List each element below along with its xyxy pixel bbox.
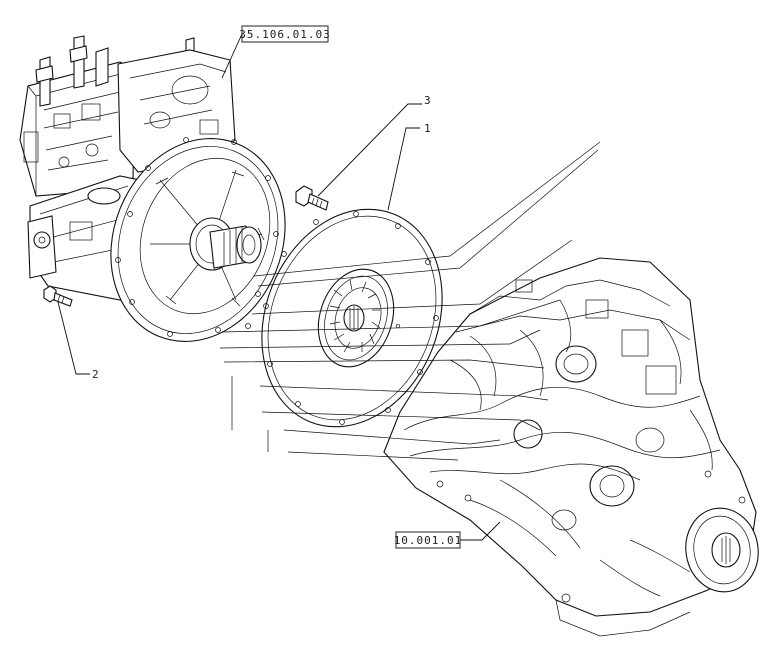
callout-pump-ref-text: 35.106.01.03 (239, 28, 330, 41)
callout-pump-ref: 35.106.01.03 (221, 25, 330, 79)
bolt-part-3 (295, 185, 329, 211)
callout-bolt-3: 3 (317, 94, 432, 197)
callout-engine-ref: 10.001.01 (394, 521, 501, 549)
callout-flywheel-1-text: 1 (424, 122, 432, 135)
hydraulic-pump-assembly (19, 35, 286, 342)
callout-bolt-2: 2 (57, 301, 100, 381)
flywheel-plate-part-1 (261, 208, 443, 428)
callout-bolt-2-text: 2 (92, 368, 100, 381)
callout-engine-ref-text: 10.001.01 (394, 534, 463, 547)
engine-assembly (383, 257, 759, 637)
callout-bolt-3-text: 3 (424, 94, 432, 107)
alignment-lines (219, 141, 601, 461)
bolt-part-2 (43, 285, 73, 307)
callout-flywheel-1: 1 (387, 122, 432, 211)
